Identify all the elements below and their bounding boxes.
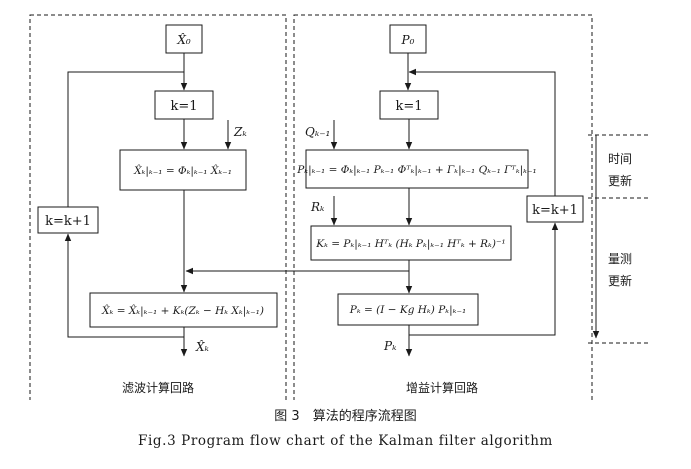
- left-increment-label: k=k+1: [45, 214, 91, 229]
- left-k-init-label: k=1: [170, 99, 197, 114]
- meas-update-label-1: 量测: [608, 252, 632, 266]
- gain-box: [310, 225, 512, 261]
- filter-loop-region: [29, 14, 287, 400]
- flowchart-diagram: X̂₀ k=1 X̂ₖ|ₖ₋₁ = Φₖ|ₖ₋₁ X̂ₖ₋₁ k=k+1 X̂ₖ…: [29, 14, 650, 400]
- figure-caption-chinese: 图 3 算法的程序流程图: [274, 409, 417, 424]
- right-k-init-label: k=1: [395, 99, 422, 114]
- time-update-label-1: 时间: [608, 152, 632, 166]
- left-increment-box: [37, 206, 99, 234]
- time-update-label-2: 更新: [608, 173, 632, 188]
- q-noise-label: Qₖ₋₁: [305, 125, 330, 139]
- gain-loop-label: 增益计算回路: [406, 380, 478, 395]
- p0-label: P₀: [401, 33, 415, 47]
- state-output-label: X̂ₖ: [195, 339, 210, 354]
- figure-caption-english: Fig.3 Program flow chart of the Kalman f…: [138, 433, 553, 449]
- p0-box: [389, 24, 427, 54]
- state-prediction-box: [119, 149, 247, 191]
- cov-update-eq: Pₖ = (I − Kg Hₖ) Pₖ|ₖ₋₁: [349, 304, 466, 317]
- x0-label: X̂₀: [176, 32, 191, 47]
- left-k-init-box: [154, 90, 214, 120]
- gain-loop-region: [293, 14, 593, 400]
- cov-output-label: Pₖ: [383, 339, 397, 353]
- right-feedback-arrow: [409, 222, 559, 336]
- cov-prediction-eq: Pₖ|ₖ₋₁ = Φₖ|ₖ₋₁ Pₖ₋₁ Φᵀₖ|ₖ₋₁ + Γₖ|ₖ₋₁ Qₖ…: [296, 164, 537, 177]
- x0-box: [165, 24, 203, 54]
- right-increment-label: k=k+1: [532, 203, 578, 218]
- filter-loop-label: 滤波计算回路: [122, 380, 194, 395]
- left-feedback-arrow: [64, 233, 184, 338]
- gain-eq: Kₖ = Pₖ|ₖ₋₁ Hᵀₖ (Hₖ Pₖ|ₖ₋₁ Hᵀₖ + Rₖ)⁻¹: [315, 238, 505, 251]
- r-noise-label: Rₖ: [310, 200, 325, 214]
- state-prediction-eq: X̂ₖ|ₖ₋₁ = Φₖ|ₖ₋₁ X̂ₖ₋₁: [133, 164, 232, 178]
- meas-update-label-2: 更新: [608, 273, 632, 288]
- cov-update-box: [337, 293, 479, 326]
- right-loop-back-arrow: [408, 68, 556, 196]
- right-k-init-box: [379, 90, 439, 120]
- cov-prediction-box: [305, 149, 529, 189]
- z-measurement-label: Zₖ: [233, 125, 247, 139]
- left-loop-back-line: [67, 71, 184, 207]
- state-update-box: [89, 292, 278, 328]
- state-update-eq: X̂ₖ = X̂ₖ|ₖ₋₁ + Kₖ(Zₖ − Hₖ Xₖ|ₖ₋₁): [101, 304, 264, 318]
